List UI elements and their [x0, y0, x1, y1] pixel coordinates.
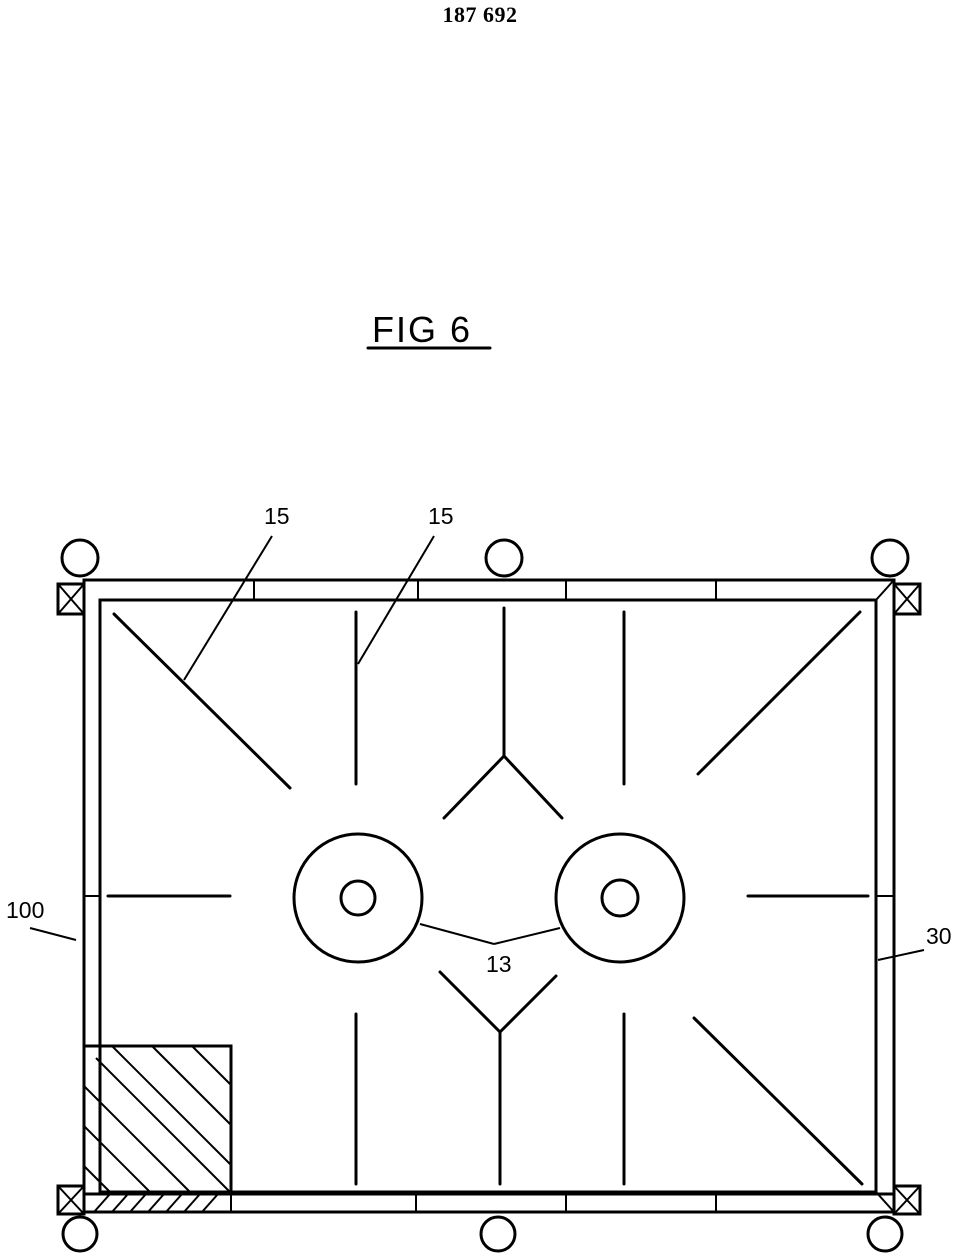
column-circle	[60, 538, 100, 578]
label-15-left: 15	[264, 503, 290, 529]
label-15-right: 15	[428, 503, 454, 529]
label-13: 13	[486, 951, 512, 977]
hatched-strip	[83, 1193, 232, 1213]
ring-element-right	[554, 832, 686, 964]
column-circle	[870, 538, 910, 578]
hatched-block	[82, 1044, 233, 1196]
label-100: 100	[6, 897, 44, 923]
document-number: 187 692	[442, 2, 518, 27]
column-circle	[61, 1215, 99, 1253]
column-circle	[484, 538, 524, 578]
ring-element-left	[292, 832, 424, 964]
figure-title: FIG 6	[372, 309, 472, 350]
corner-post-bottom-left	[56, 1184, 86, 1216]
column-circle	[479, 1215, 517, 1253]
column-circle	[866, 1215, 904, 1253]
corner-post-bottom-right	[892, 1184, 922, 1216]
leader-lines	[29, 535, 925, 961]
corner-post-top-left	[56, 582, 86, 616]
interior-lines	[106, 606, 870, 1186]
corner-post-top-right	[892, 582, 922, 616]
label-30: 30	[926, 923, 952, 949]
